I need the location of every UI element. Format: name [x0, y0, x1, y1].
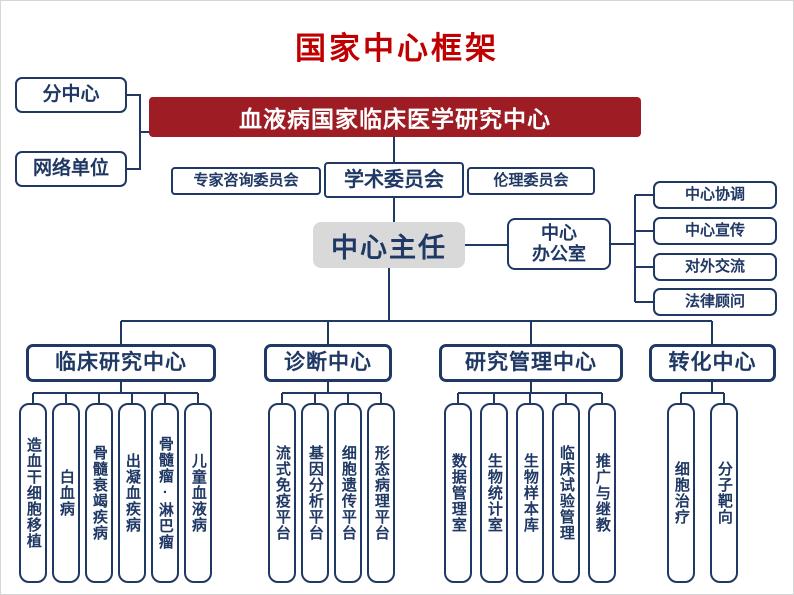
- dept-research-management-center: 研究管理中心: [439, 344, 623, 382]
- office-function-external-exchange: 对外交流: [653, 253, 777, 281]
- center-office-line1: 中心: [541, 223, 577, 244]
- office-function-publicity: 中心宣传: [653, 217, 777, 245]
- academic-committee-box: 学术委员会: [324, 162, 464, 198]
- leaf-biostatistics-office: 生物统计室: [480, 403, 508, 583]
- office-function-legal-counsel: 法律顾问: [653, 288, 777, 316]
- leaf-pediatric-blood-disease: 儿童血液病: [184, 403, 212, 583]
- leaf-bone-marrow-failure-label: 骨髓衰竭疾病: [90, 445, 108, 541]
- center-office-line2: 办公室: [532, 244, 586, 264]
- leaf-cytogenetics-platform: 细胞遗传平台: [334, 403, 362, 583]
- leaf-promotion-continuing-education: 推广与继教: [588, 403, 616, 583]
- leaf-data-management-office: 数据管理室: [444, 403, 472, 583]
- leaf-cytogenetics-platform-label: 细胞遗传平台: [339, 445, 357, 541]
- chart-title: 国家中心框架: [295, 31, 499, 66]
- leaf-flow-immunology-platform-label: 流式免疫平台: [273, 445, 291, 541]
- center-director-box: 中心主任: [313, 222, 465, 268]
- leaf-clinical-trial-management: 临床试验管理: [552, 403, 580, 583]
- leaf-cell-therapy: 细胞治疗: [667, 403, 695, 583]
- leaf-data-management-office-label: 数据管理室: [449, 453, 467, 533]
- center-office-box: 中心 办公室: [507, 218, 611, 270]
- clinical-children-bracket: [32, 382, 199, 403]
- translation-children-bracket: [680, 382, 725, 403]
- dept-diagnosis-center: 诊断中心: [264, 344, 392, 382]
- department-tree-lines: [120, 268, 713, 344]
- leaf-gene-analysis-platform: 基因分析平台: [301, 403, 329, 583]
- office-function-coordination: 中心协调: [653, 181, 777, 209]
- ethics-committee-box: 伦理委员会: [467, 167, 595, 195]
- leaf-coagulation-disease: 出凝血疾病: [118, 403, 146, 583]
- leaf-biobank: 生物样本库: [516, 403, 544, 583]
- leaf-molecular-targeting: 分子靶向: [710, 403, 738, 583]
- leaf-morphology-pathology-platform-label: 形态病理平台: [372, 445, 390, 541]
- leaf-leukemia-label: 白血病: [57, 469, 75, 517]
- leaf-leukemia: 白血病: [52, 403, 80, 583]
- research-children-bracket: [457, 382, 603, 403]
- leaf-stem-cell-transplant-label: 造血干细胞移植: [24, 437, 42, 549]
- leaf-cell-therapy-label: 细胞治疗: [672, 461, 690, 525]
- leaf-flow-immunology-platform: 流式免疫平台: [268, 403, 296, 583]
- leaf-myeloma-lymphoma-label: 骨髓瘤·淋巴瘤: [156, 436, 174, 550]
- leaf-morphology-pathology-platform: 形态病理平台: [367, 403, 395, 583]
- leaf-gene-analysis-platform-label: 基因分析平台: [306, 445, 324, 541]
- leaf-stem-cell-transplant: 造血干细胞移植: [19, 403, 47, 583]
- leaf-promotion-continuing-education-label: 推广与继教: [593, 453, 611, 533]
- dept-translation-center: 转化中心: [649, 344, 776, 382]
- network-unit-box: 网络单位: [15, 151, 127, 187]
- leaf-biobank-label: 生物样本库: [521, 453, 539, 533]
- leaf-bone-marrow-failure: 骨髓衰竭疾病: [85, 403, 113, 583]
- diagnosis-children-bracket: [281, 382, 382, 403]
- sub-center-box: 分中心: [15, 77, 127, 113]
- leaf-biostatistics-office-label: 生物统计室: [485, 453, 503, 533]
- national-center-box: 血液病国家临床医学研究中心: [149, 97, 641, 137]
- leaf-clinical-trial-management-label: 临床试验管理: [557, 445, 575, 541]
- dept-clinical-research-center: 临床研究中心: [26, 344, 216, 382]
- office-bracket: [611, 194, 653, 303]
- leaf-myeloma-lymphoma: 骨髓瘤·淋巴瘤: [151, 403, 179, 583]
- leaf-pediatric-blood-disease-label: 儿童血液病: [189, 453, 207, 533]
- expert-committee-box: 专家咨询委员会: [171, 167, 321, 195]
- left-bracket: [127, 94, 149, 170]
- leaf-molecular-targeting-label: 分子靶向: [715, 461, 733, 525]
- leaf-coagulation-disease-label: 出凝血疾病: [123, 453, 141, 533]
